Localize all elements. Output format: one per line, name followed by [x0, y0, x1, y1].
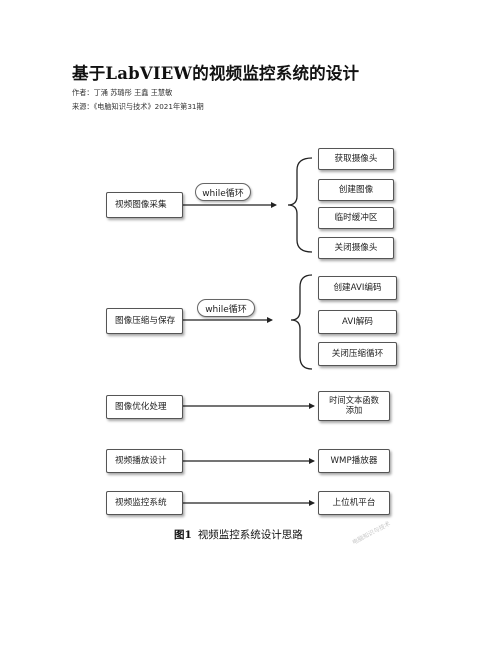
figure-caption-text: 视频监控系统设计思路 [197, 529, 303, 541]
article-source: 来源：《电脑知识与技术》2021年第31期 [72, 102, 204, 111]
video-capture-box: 视频图像采集 [106, 192, 183, 218]
image-optimize-box: 图像优化处理 [106, 395, 183, 419]
article-title: 基于LabVIEW的视频监控系统的设计 [72, 64, 360, 83]
group1-loop-label: while循环 [195, 183, 251, 201]
video-playback-box: 视频播放设计 [106, 449, 183, 473]
figure-watermark: 电脑知识与技术 [351, 520, 392, 547]
group2-brace [290, 274, 313, 370]
group1-item-box: 临时缓冲区 [318, 207, 394, 229]
compress-save-box: 图像压缩与保存 [106, 308, 183, 334]
group2-item-box: 创建AVI编码 [318, 276, 397, 300]
group2-item-box: AVI解码 [318, 310, 397, 334]
video-monitor-system-box: 视频监控系统 [106, 491, 183, 515]
figure-caption: 图1 视频监控系统设计思路 [174, 527, 303, 542]
group1-brace [287, 157, 313, 253]
figure-caption-number: 图1 [174, 529, 192, 541]
wmp-player-box: WMP播放器 [318, 449, 390, 473]
group1-item-box: 创建图像 [318, 179, 394, 201]
host-platform-box: 上位机平台 [318, 491, 390, 515]
group1-item-box: 关闭摄像头 [318, 237, 394, 259]
time-text-function-box: 时间文本函数添加 [318, 391, 390, 421]
group1-item-box: 获取摄像头 [318, 148, 394, 170]
group2-loop-label: while循环 [197, 299, 255, 317]
article-authors: 作者：丁涌 苏璐彤 王鑫 王慧敏 [72, 88, 173, 97]
group2-item-box: 关闭压缩循环 [318, 342, 397, 366]
